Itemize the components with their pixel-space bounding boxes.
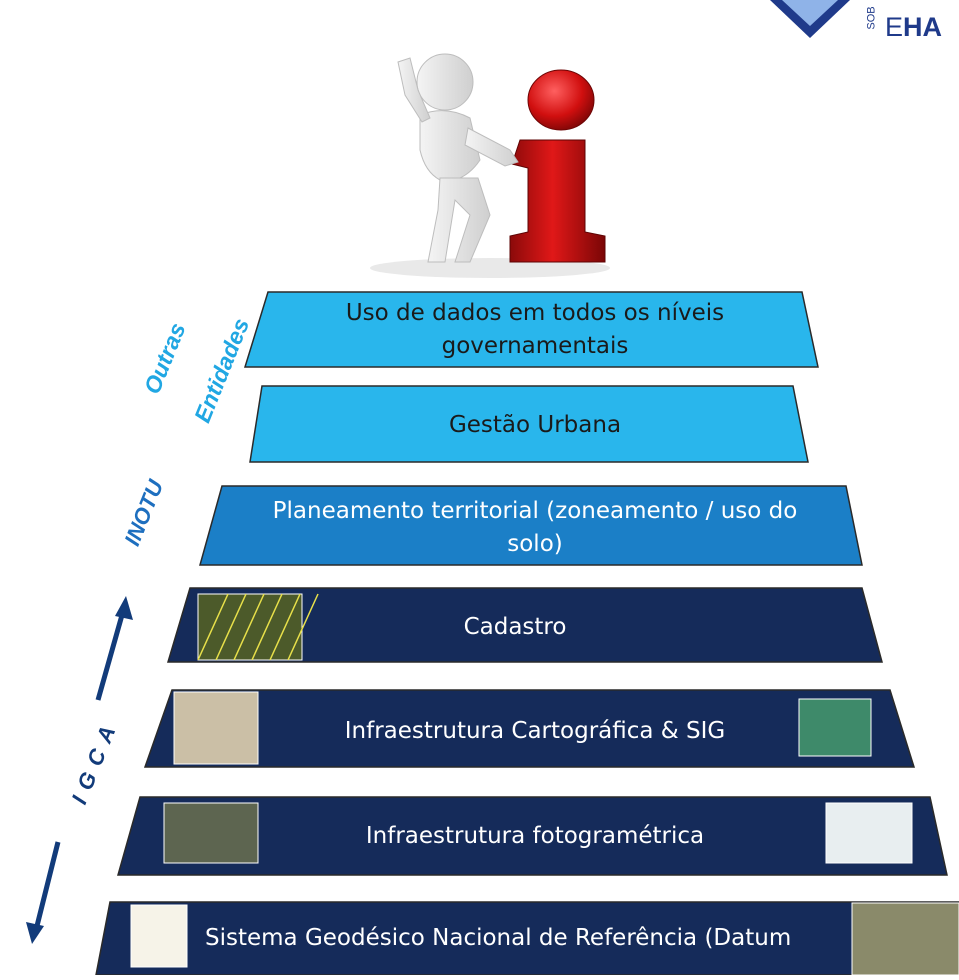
arrow-down-head-icon (26, 922, 44, 944)
arrow-down-line (33, 841, 61, 931)
tier-urban-management (249, 385, 809, 463)
tier-cadastre (166, 587, 883, 663)
tier-territorial-planning (199, 485, 863, 566)
logo (770, 0, 850, 38)
tier-label-data-use: Uso de dados em todos os níveis governam… (345, 299, 725, 359)
tier-label-cartographic-gis: Infraestrutura Cartográfica & SIG (344, 718, 726, 745)
info-figure-illustration (370, 53, 610, 278)
tier-label-cadastre: Cadastro (463, 614, 567, 641)
tier-photogrammetric (117, 796, 948, 876)
tier-geodetic-system (95, 901, 959, 976)
arrow-up-head-icon (115, 596, 133, 620)
tier-label-urban-management: Gestão Urbana (448, 412, 622, 439)
gis-layers-thumbnail (798, 698, 872, 757)
city-map-thumbnail (173, 691, 259, 765)
logo-text-sob: SOB (865, 6, 878, 30)
tier-label-photogrammetric: Infraestrutura fotogramétrica (365, 823, 705, 850)
tier-label-territorial-planning: Planeamento territorial (zoneamento / us… (272, 497, 798, 557)
geodetic-marker-photo (851, 902, 959, 976)
tier-cartographic-gis (143, 689, 916, 768)
aerial-photo-thumbnail (163, 802, 259, 864)
arrow-up-line (95, 607, 127, 701)
satellite-thumbnail (825, 802, 913, 864)
logo-text-ha: HA (903, 12, 942, 42)
angola-map-thumbnail (130, 904, 188, 968)
tier-label-geodetic-system: Sistema Geodésico Nacional de Referência… (205, 925, 792, 952)
info-i-icon (509, 139, 606, 263)
tier-data-use (243, 291, 819, 368)
logo-text-e: E (885, 12, 904, 42)
